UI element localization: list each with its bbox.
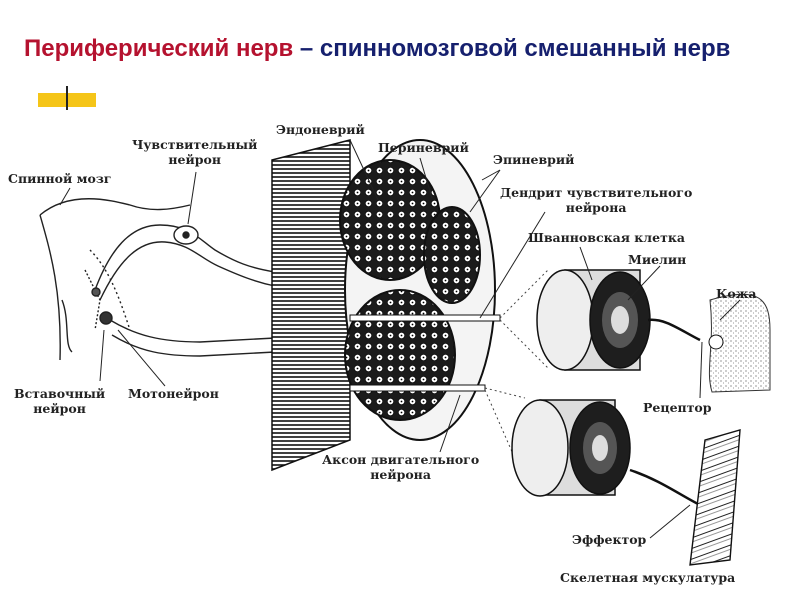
label-effector: Эффектор [572, 532, 647, 547]
label-motor-axon: Аксон двигательного нейрона [322, 452, 480, 482]
label-epineurium: Эпиневрий [493, 152, 575, 167]
label-sensory-neuron: Чувствительный нейрон [132, 137, 258, 167]
title-main: Периферический нерв [24, 35, 294, 62]
label-interneuron: Вставочный нейрон [14, 386, 106, 416]
label-sensory-dendrite: Дендрит чувствительного нейрона [500, 185, 693, 215]
leader-lines [59, 139, 741, 539]
lower-fiber-magnified [484, 387, 741, 566]
label-endoneurium: Эндоневрий [276, 122, 365, 137]
motor-pathway [91, 287, 276, 357]
page-title: Периферический нерв – спинномозговой сме… [24, 34, 784, 64]
label-receptor: Рецептор [643, 400, 712, 415]
upper-fiber-magnified [499, 269, 771, 393]
label-perineurium: Периневрий [378, 140, 469, 155]
label-schwann-cell: Шванновская клетка [528, 230, 685, 245]
label-skeletal-muscle: Скелетная мускулатура [560, 570, 736, 585]
title-accent-tick [66, 86, 68, 110]
title-subtitle: – спинномозговой смешанный нерв [293, 35, 731, 62]
nerve-trunk [271, 139, 501, 472]
label-spinal-cord: Спинной мозг [8, 171, 112, 186]
label-skin: Кожа [716, 286, 757, 301]
label-myelin: Миелин [628, 252, 687, 267]
sensory-pathway [94, 224, 276, 301]
label-motoneuron: Мотонейрон [128, 386, 219, 401]
spinal-cord-drawing [39, 198, 191, 361]
